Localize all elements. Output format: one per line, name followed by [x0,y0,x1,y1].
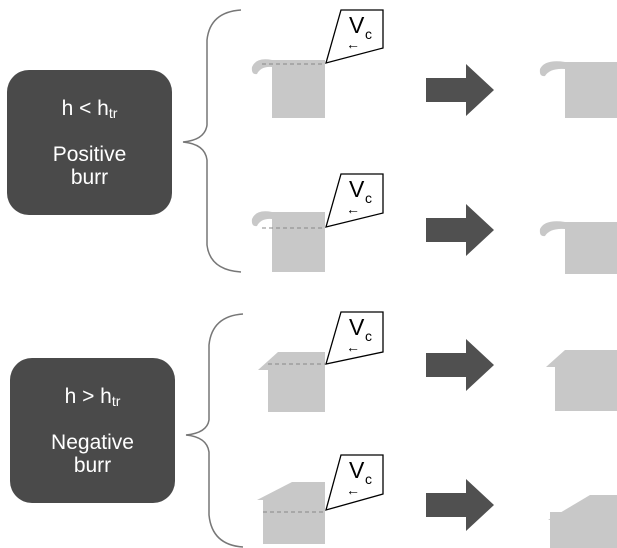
cutting-tool: V c ← [325,454,384,511]
workpiece-with-negative-burr [257,482,325,544]
brace-top [182,9,242,273]
tool-direction-arrow: ← [346,201,360,217]
workpiece-with-positive-burr [251,211,325,272]
workpiece-with-positive-burr [251,59,325,118]
process-arrow [426,479,494,531]
condition-label: h > htr [64,384,121,409]
cutting-tool: V c ← [325,9,384,64]
tool-direction-arrow: ← [346,36,360,52]
positive-burr-box: h < htr Positive burr [7,70,172,215]
workpiece-with-negative-burr [258,352,325,412]
tool-velocity-subscript: c [365,328,372,344]
negative-burr-box: h > htr Negative burr [10,358,175,503]
result-positive-burr [539,61,617,118]
process-arrow [426,339,494,391]
tool-velocity-subscript: c [365,190,372,206]
result-positive-burr [539,221,617,274]
condition-label: h < htr [61,96,118,121]
tool-velocity-label: V [349,176,365,202]
tool-velocity-label: V [349,314,365,340]
tool-velocity-label: V [349,12,365,38]
tool-velocity-subscript: c [365,26,372,42]
burr-type-label: Negative burr [51,430,134,477]
process-arrow [426,204,494,256]
cutting-tool: V c ← [325,173,384,228]
process-arrow [426,64,494,116]
tool-direction-arrow: ← [346,482,360,498]
result-negative-burr [548,495,617,548]
tool-direction-arrow: ← [346,339,360,355]
tool-velocity-subscript: c [365,471,372,487]
tool-velocity-label: V [349,457,365,483]
cutting-tool: V c ← [325,311,384,365]
brace-bottom [185,313,244,548]
result-negative-burr [546,350,617,411]
burr-type-label: Positive burr [52,142,127,189]
